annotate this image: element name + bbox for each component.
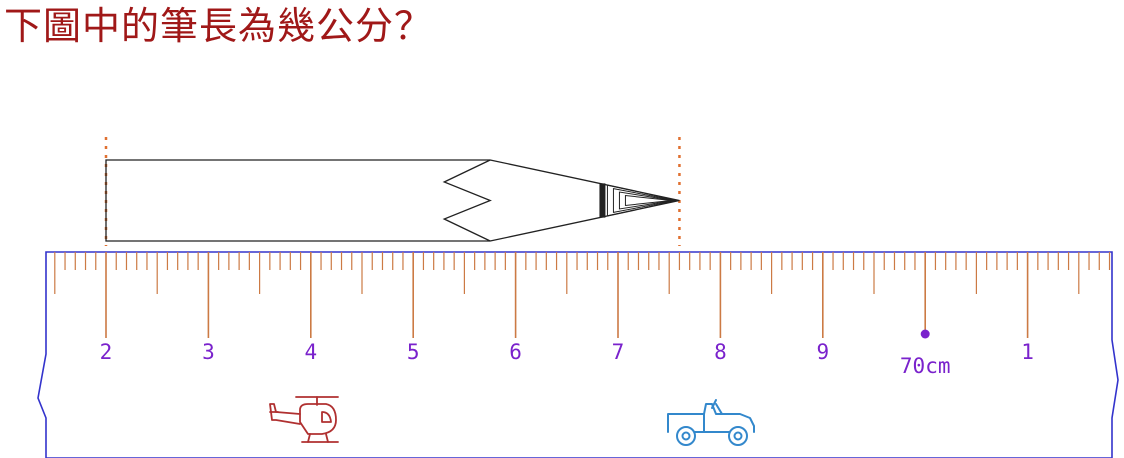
helicopter-icon bbox=[269, 396, 339, 443]
ruler-body bbox=[37, 251, 1119, 458]
ruler-labels: 2 3 4 5 6 7 8 9 70cm 1 bbox=[100, 340, 1034, 378]
ruler-label: 8 bbox=[714, 340, 727, 364]
ruler-label: 70cm bbox=[900, 354, 951, 378]
jeep-icon bbox=[667, 399, 755, 446]
pencil-lead bbox=[606, 184, 678, 217]
pencil-lead-line bbox=[624, 194, 672, 207]
question-title: 下圖中的筆長為幾公分？ bbox=[4, 4, 434, 48]
ruler-label: 7 bbox=[612, 340, 625, 364]
pencil-body bbox=[105, 159, 680, 242]
ten-cm-dot bbox=[920, 329, 930, 339]
ruler-label: 4 bbox=[304, 340, 317, 364]
pencil-lead-line bbox=[606, 184, 678, 217]
pencil-lead-band bbox=[599, 183, 606, 218]
ruler-label: 2 bbox=[100, 340, 113, 364]
pencil bbox=[105, 159, 680, 242]
ruler-label: 6 bbox=[509, 340, 522, 364]
ruler-label: 9 bbox=[816, 340, 829, 364]
ruler-ticks bbox=[54, 252, 1111, 338]
ruler-label: 3 bbox=[202, 340, 215, 364]
pencil-lead-line bbox=[612, 187, 676, 214]
pencil-wood-edge bbox=[442, 159, 492, 242]
ruler-label: 5 bbox=[407, 340, 420, 364]
pencil-lead-line bbox=[618, 191, 674, 210]
ruler-label: 1 bbox=[1021, 340, 1034, 364]
